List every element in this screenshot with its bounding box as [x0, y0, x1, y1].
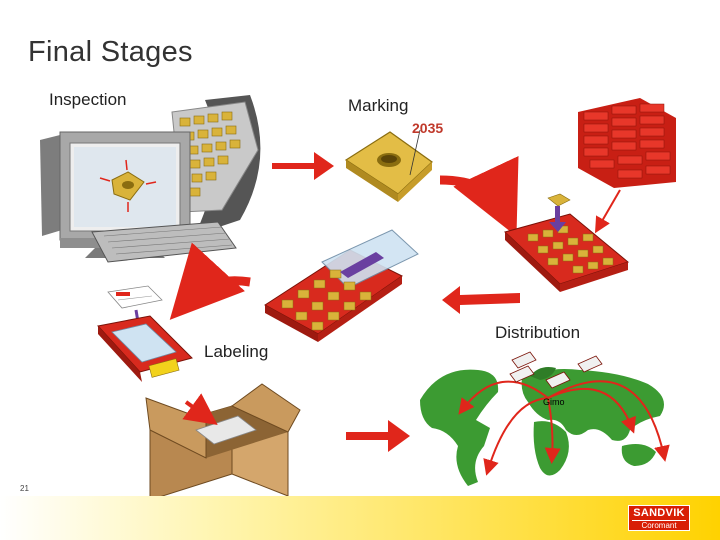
stage-label-labeling: Labeling	[204, 342, 269, 361]
arrow-box-to-distribution	[346, 420, 410, 452]
stacked-trays	[578, 98, 676, 234]
stage-label-inspection: Inspection	[49, 90, 127, 109]
logo-main-text: SANDVIK	[633, 507, 685, 519]
footer-bar	[0, 496, 720, 540]
slide-title: Final Stages	[28, 36, 193, 68]
marking-insert	[344, 129, 433, 202]
cardboard-box	[145, 383, 301, 501]
page-number: 21	[20, 484, 29, 493]
inspection-insert-icon	[99, 159, 157, 212]
arrow-marking-to-tray	[439, 155, 519, 237]
arrow-package-to-labeling	[169, 242, 251, 320]
labeling-tray	[97, 285, 193, 382]
logo-sub-text: Coromant	[632, 520, 686, 530]
stage-label-distribution: Distribution	[495, 323, 581, 342]
sandvik-logo: SANDVIK Coromant	[628, 505, 690, 531]
arrow-tray-to-package	[442, 286, 520, 314]
world-map	[420, 351, 670, 486]
inspection-monitor	[40, 131, 237, 263]
red-tray-filling	[504, 193, 630, 292]
conveyor-belt	[171, 95, 261, 235]
marking-code: 2035	[412, 120, 444, 136]
packaged-tray	[264, 229, 419, 342]
stage-label-marking: Marking	[348, 96, 409, 115]
arrow-inspection-to-marking	[272, 152, 334, 180]
map-location-label: Gimo	[543, 397, 565, 407]
